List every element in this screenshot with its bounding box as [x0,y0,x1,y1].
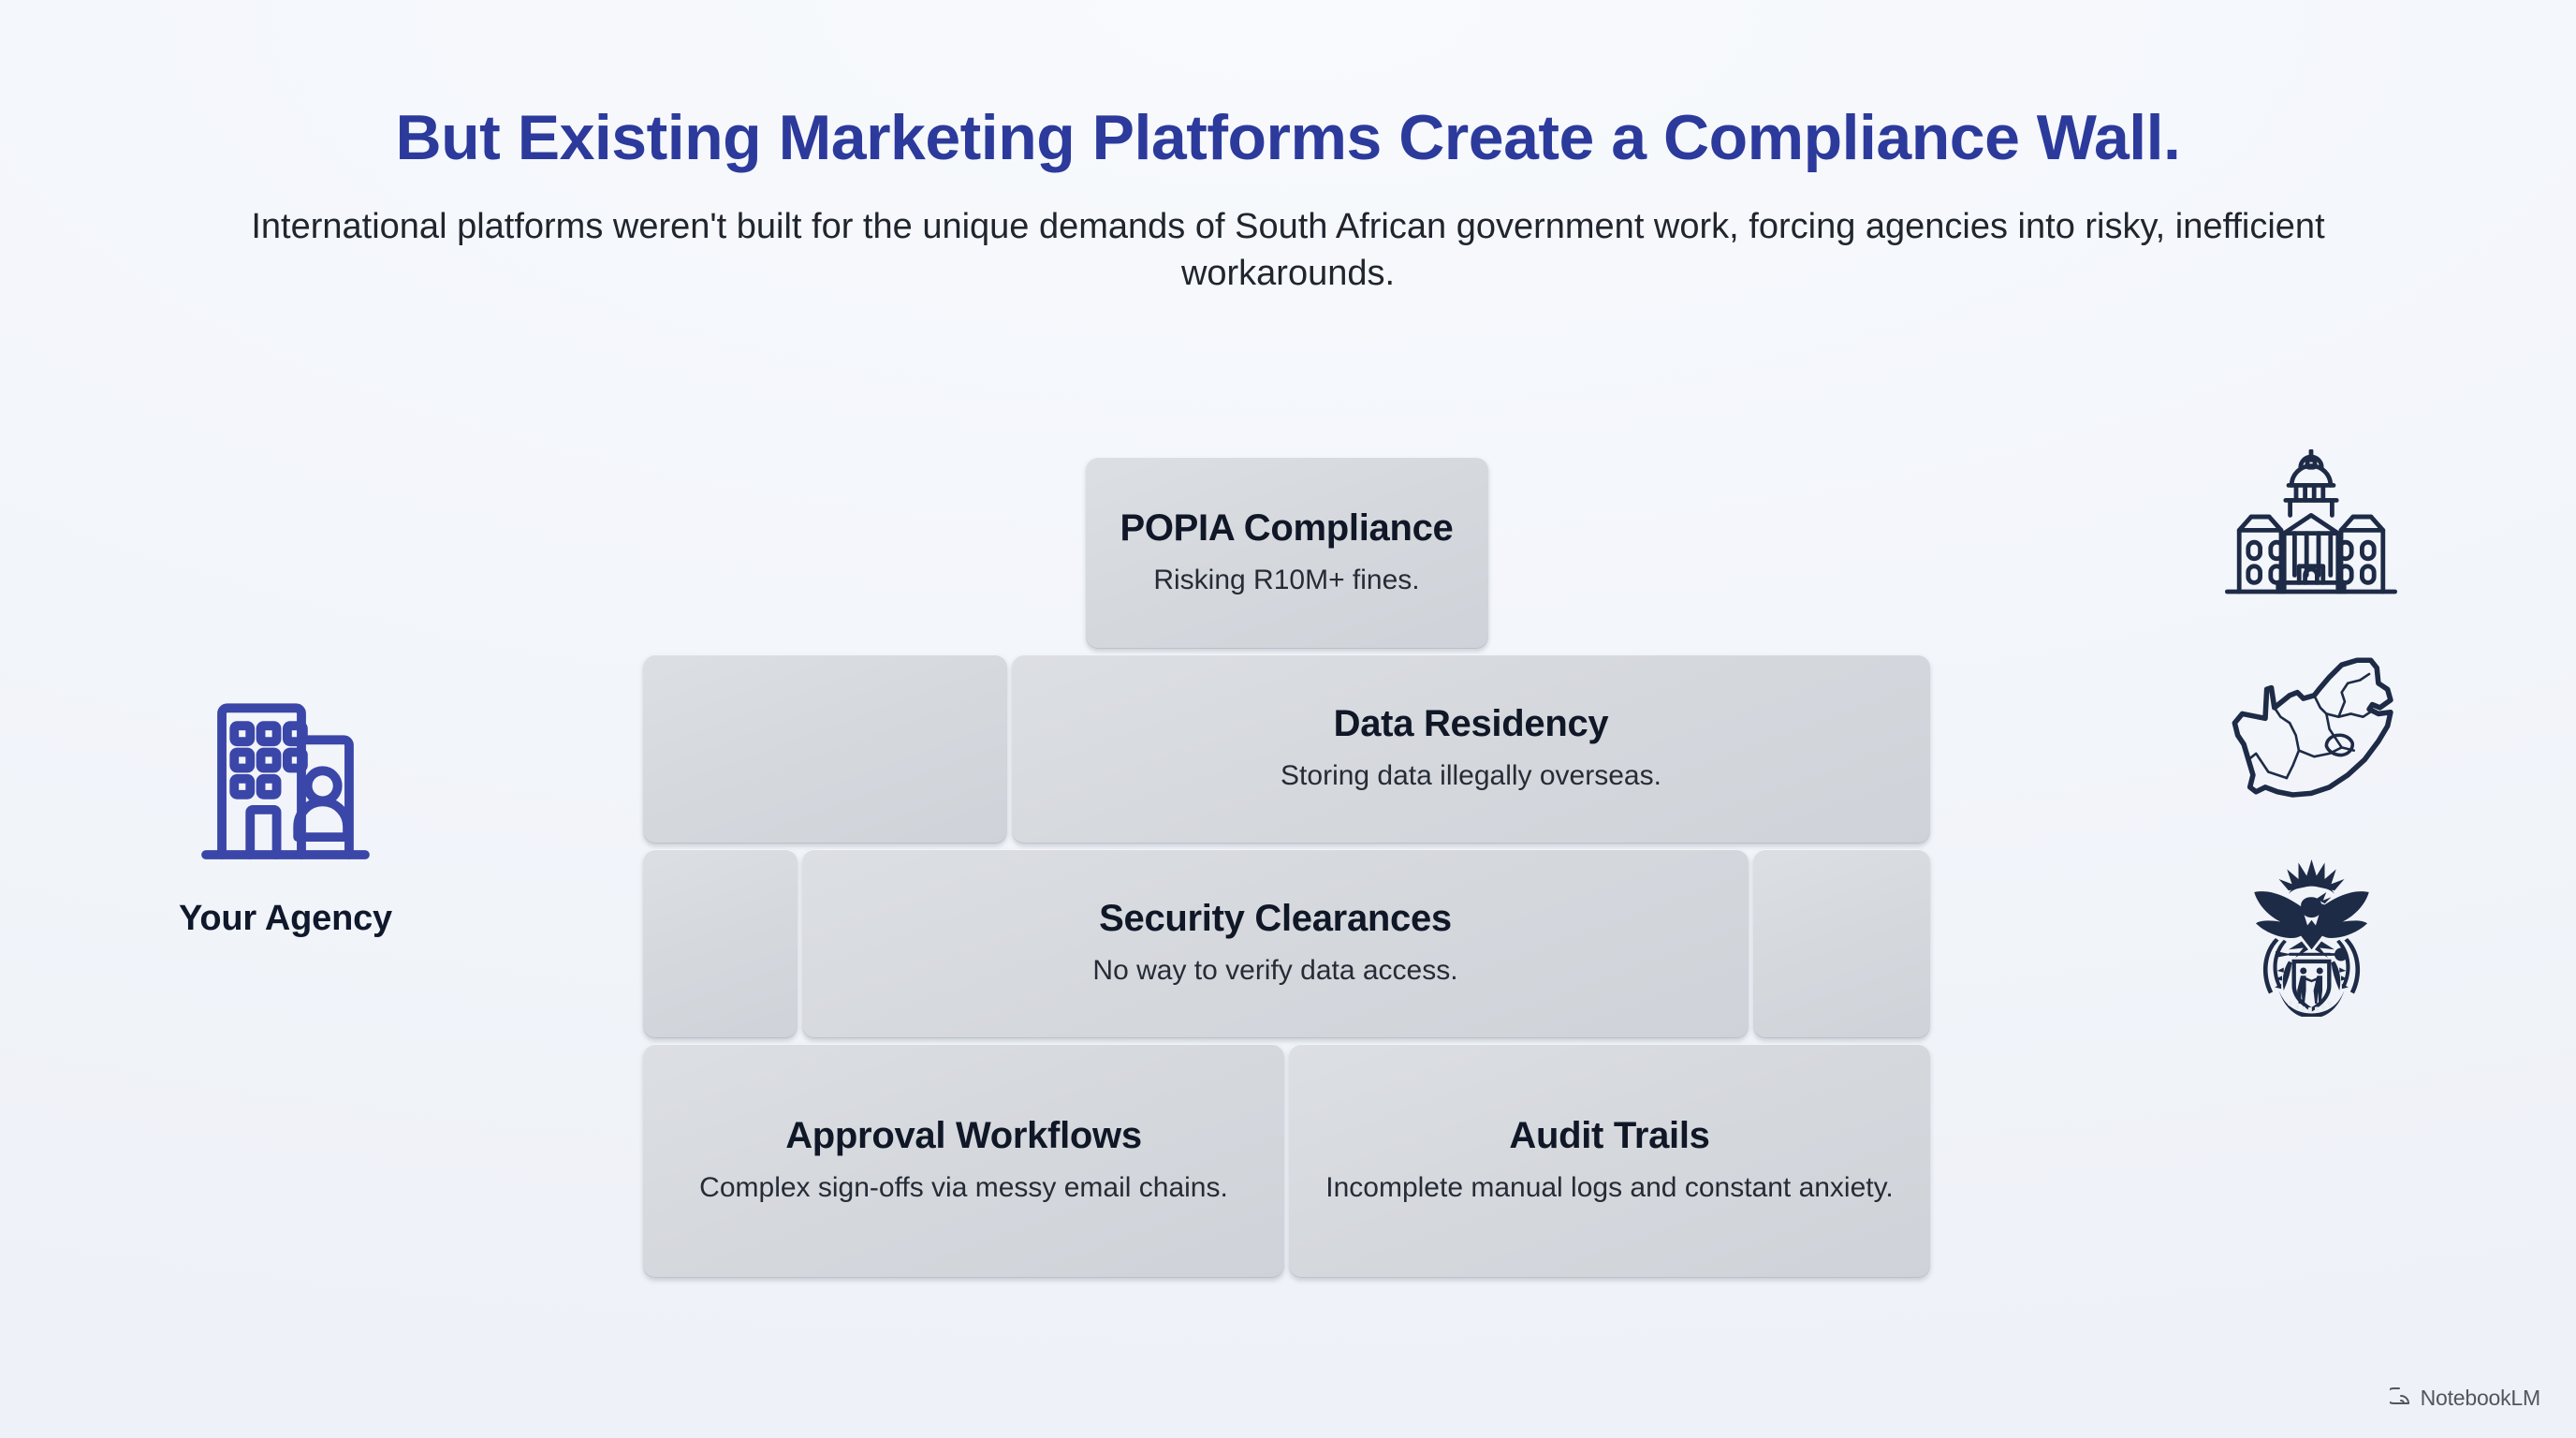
page-subtitle: International platforms weren't built fo… [251,206,2325,293]
south-africa-map-icon [2219,649,2403,808]
wall-brick-popia-compliance[interactable]: POPIA Compliance Risking R10M+ fines. [1085,457,1488,649]
agency-label: Your Agency [179,899,392,938]
brick-subtitle: Incomplete manual logs and constant anxi… [1325,1172,1894,1204]
wall-brick-empty [1753,849,1930,1038]
watermark-label: NotebookLM [2420,1386,2541,1410]
notebooklm-watermark: NotebookLM [2384,1385,2541,1412]
wall-brick-empty [643,849,798,1038]
brick-title: Security Clearances [1099,898,1452,940]
agency-block: Your Agency [103,697,468,939]
brick-title: POPIA Compliance [1120,506,1454,549]
page-title: But Existing Marketing Platforms Create … [395,102,2181,173]
brick-subtitle: Risking R10M+ fines. [1153,564,1420,595]
slide-header: But Existing Marketing Platforms Create … [0,0,2576,297]
brick-title: Audit Trails [1509,1115,1710,1157]
brick-title: Approval Workflows [785,1115,1142,1157]
wall-brick-data-residency[interactable]: Data Residency Storing data illegally ov… [1012,654,1930,844]
compliance-wall: POPIA Compliance Risking R10M+ fines. Da… [643,457,1930,1281]
brick-title: Data Residency [1333,703,1609,745]
wall-row: POPIA Compliance Risking R10M+ fines. [1085,457,1488,649]
wall-row: Security Clearances No way to verify dat… [643,849,1930,1038]
south-africa-coat-of-arms-icon [2230,853,2393,1021]
brick-subtitle: No way to verify data access. [1092,955,1458,987]
brick-subtitle: Storing data illegally overseas. [1281,760,1661,792]
wall-row: Data Residency Storing data illegally ov… [643,654,1930,844]
brick-subtitle: Complex sign-offs via messy email chains… [699,1172,1228,1204]
wall-brick-empty [643,654,1007,844]
office-building-icon [103,697,468,871]
wall-brick-security-clearances[interactable]: Security Clearances No way to verify dat… [802,849,1749,1038]
wall-row: Approval Workflows Complex sign-offs via… [643,1044,1930,1278]
wall-brick-approval-workflows[interactable]: Approval Workflows Complex sign-offs via… [643,1044,1284,1278]
notebooklm-logo-icon [2384,1385,2412,1412]
government-capitol-building-icon [2221,448,2401,604]
context-icon-stack [2157,448,2466,1021]
wall-brick-audit-trails[interactable]: Audit Trails Incomplete manual logs and … [1289,1044,1930,1278]
